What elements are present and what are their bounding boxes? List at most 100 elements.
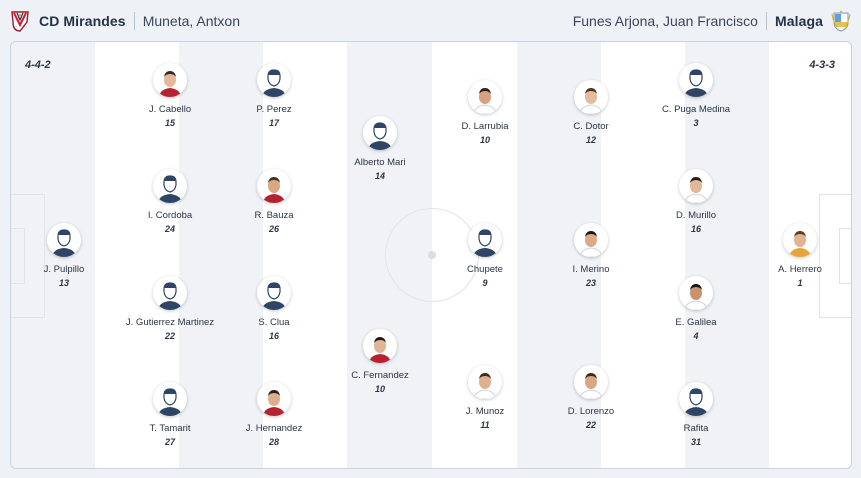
player-name: J. Pulpillo xyxy=(43,264,85,275)
player-name: D. Murillo xyxy=(675,210,717,221)
player-photo-icon xyxy=(363,329,397,363)
home-coach: Muneta, Antxon xyxy=(142,13,240,29)
player-photo-icon xyxy=(574,80,608,114)
player-card[interactable]: P. Perez 17 xyxy=(209,63,339,128)
player-number: 1 xyxy=(797,278,803,288)
player-card[interactable]: R. Bauza 26 xyxy=(209,169,339,234)
player-name: C. Fernandez xyxy=(351,370,409,381)
player-card[interactable]: Chupete 9 xyxy=(420,223,550,288)
mirandes-crest-icon xyxy=(10,10,30,32)
player-number: 23 xyxy=(585,278,596,288)
player-avatar-placeholder-icon xyxy=(257,276,291,310)
player-avatar-placeholder-icon xyxy=(153,169,187,203)
malaga-crest-icon xyxy=(831,10,851,32)
player-card[interactable]: Alberto Mari 14 xyxy=(315,116,445,181)
player-avatar-placeholder-icon xyxy=(468,223,502,257)
player-photo-icon xyxy=(257,382,291,416)
right-penalty-box xyxy=(819,194,851,318)
away-formation: 4-3-3 xyxy=(809,59,835,71)
player-photo-icon xyxy=(679,276,713,310)
pitch-stripe xyxy=(769,42,851,468)
player-card[interactable]: J. Munoz 11 xyxy=(420,365,550,430)
player-number: 31 xyxy=(690,437,701,447)
player-number: 13 xyxy=(58,278,69,288)
player-number: 4 xyxy=(693,331,699,341)
player-photo-icon xyxy=(783,223,817,257)
player-card[interactable]: D. Murillo 16 xyxy=(631,169,761,234)
divider xyxy=(133,12,135,30)
player-card[interactable]: I. Cordoba 24 xyxy=(105,169,235,234)
player-name: A. Herrero xyxy=(778,264,822,275)
player-number: 14 xyxy=(374,171,385,181)
player-name: I. Cordoba xyxy=(147,210,193,221)
player-card[interactable]: C. Dotor 12 xyxy=(526,80,656,145)
player-number: 10 xyxy=(479,135,490,145)
pitch-stripe xyxy=(601,42,685,468)
player-name: Alberto Mari xyxy=(354,157,406,168)
player-card[interactable]: J. Gutierrez Martinez 22 xyxy=(105,276,235,341)
player-number: 22 xyxy=(164,331,175,341)
player-avatar-placeholder-icon xyxy=(153,382,187,416)
player-card[interactable]: D. Lorenzo 22 xyxy=(526,365,656,430)
home-formation: 4-4-2 xyxy=(25,59,51,71)
player-name: Chupete xyxy=(467,264,503,275)
player-avatar-placeholder-icon xyxy=(363,116,397,150)
player-name: I. Merino xyxy=(572,264,610,275)
player-card[interactable]: D. Larrubia 10 xyxy=(420,80,550,145)
pitch-stripe xyxy=(11,42,95,468)
player-card[interactable]: C. Fernandez 10 xyxy=(315,329,445,394)
player-number: 26 xyxy=(268,224,279,234)
pitch: 4-4-2 4-3-3 J. Pulpillo 13 J. Cabello 15… xyxy=(10,41,852,469)
player-name: J. Cabello xyxy=(148,104,192,115)
player-avatar-placeholder-icon xyxy=(153,276,187,310)
player-name: P. Perez xyxy=(256,104,292,115)
player-photo-icon xyxy=(153,63,187,97)
left-goal-box xyxy=(11,228,25,284)
player-name: R. Bauza xyxy=(254,210,294,221)
player-card[interactable]: C. Puga Medina 3 xyxy=(631,63,761,128)
left-penalty-box xyxy=(11,194,45,318)
player-name: J. Munoz xyxy=(465,406,505,417)
player-name: J. Gutierrez Martinez xyxy=(125,317,215,328)
player-avatar-placeholder-icon xyxy=(679,382,713,416)
player-card[interactable]: J. Cabello 15 xyxy=(105,63,235,128)
player-card[interactable]: I. Merino 23 xyxy=(526,223,656,288)
player-name: D. Lorenzo xyxy=(567,406,615,417)
player-avatar-placeholder-icon xyxy=(47,223,81,257)
player-photo-icon xyxy=(468,80,502,114)
player-avatar-placeholder-icon xyxy=(257,63,291,97)
player-name: S. Clua xyxy=(258,317,290,328)
player-name: T. Tamarit xyxy=(149,423,191,434)
away-team[interactable]: Funes Arjona, Juan Francisco Malaga xyxy=(573,10,851,32)
player-number: 12 xyxy=(585,135,596,145)
player-avatar-placeholder-icon xyxy=(679,63,713,97)
player-card[interactable]: J. Hernandez 28 xyxy=(209,382,339,447)
player-name: J. Hernandez xyxy=(245,423,303,434)
player-photo-icon xyxy=(679,169,713,203)
player-photo-icon xyxy=(257,169,291,203)
player-number: 10 xyxy=(374,384,385,394)
player-name: C. Dotor xyxy=(573,121,609,132)
player-name: E. Galilea xyxy=(675,317,717,328)
player-card[interactable]: A. Herrero 1 xyxy=(735,223,851,288)
player-number: 15 xyxy=(164,118,175,128)
home-team[interactable]: CD Mirandes Muneta, Antxon xyxy=(10,10,240,32)
center-spot xyxy=(428,251,436,259)
player-number: 11 xyxy=(480,420,490,430)
player-name: C. Puga Medina xyxy=(661,104,731,115)
home-team-name: CD Mirandes xyxy=(39,13,126,29)
player-number: 9 xyxy=(482,278,488,288)
player-card[interactable]: Rafita 31 xyxy=(631,382,761,447)
player-card[interactable]: E. Galilea 4 xyxy=(631,276,761,341)
player-photo-icon xyxy=(468,365,502,399)
lineup-header: CD Mirandes Muneta, Antxon Funes Arjona,… xyxy=(0,0,861,42)
player-card[interactable]: T. Tamarit 27 xyxy=(105,382,235,447)
player-number: 24 xyxy=(164,224,175,234)
player-number: 28 xyxy=(268,437,279,447)
player-card[interactable]: S. Clua 16 xyxy=(209,276,339,341)
player-number: 22 xyxy=(585,420,596,430)
player-card[interactable]: J. Pulpillo 13 xyxy=(11,223,129,288)
player-photo-icon xyxy=(574,365,608,399)
player-name: Rafita xyxy=(683,423,709,434)
away-team-name: Malaga xyxy=(774,13,823,29)
